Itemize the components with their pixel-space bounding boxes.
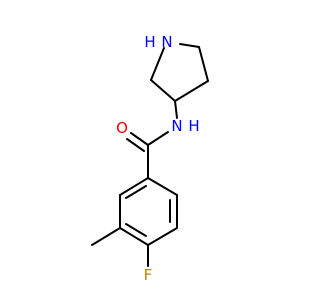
amide-h-label: H xyxy=(188,117,199,135)
bond-amide-n-carbonyl xyxy=(147,131,169,146)
ring-nh-n-label: N xyxy=(161,33,172,51)
bond-ar-inner-1 xyxy=(125,185,147,199)
atom-label-layer: H N N H O F xyxy=(116,33,200,284)
bond-methyl xyxy=(91,227,121,246)
ring-nh-h-label: H xyxy=(144,33,155,51)
bond-ring-c2-c3 xyxy=(150,79,176,102)
bond-ring-n-c2 xyxy=(150,47,165,81)
bond-ring-c3-c4 xyxy=(174,80,209,102)
bond-ar-c3-c4 xyxy=(119,227,149,246)
amide-n-label: N xyxy=(171,117,182,135)
bond-layer xyxy=(91,43,209,267)
bond-ring-c5-n xyxy=(179,43,200,48)
molecule-diagram: H N N H O F xyxy=(91,33,209,284)
bond-ar-c6-c1 xyxy=(147,177,178,196)
bond-ar-c4-c5 xyxy=(147,227,178,246)
bond-ar-c1-c2 xyxy=(119,177,149,196)
carbonyl-o-label: O xyxy=(116,119,128,137)
bond-ar-inner-2 xyxy=(125,223,147,237)
bond-c3-amide-n xyxy=(174,100,178,119)
fluorine-label: F xyxy=(144,266,153,284)
bond-carbonyl-o-1 xyxy=(130,132,149,146)
bond-ring-c4-c5 xyxy=(198,46,209,82)
bond-carbonyl-o-2 xyxy=(126,138,145,152)
